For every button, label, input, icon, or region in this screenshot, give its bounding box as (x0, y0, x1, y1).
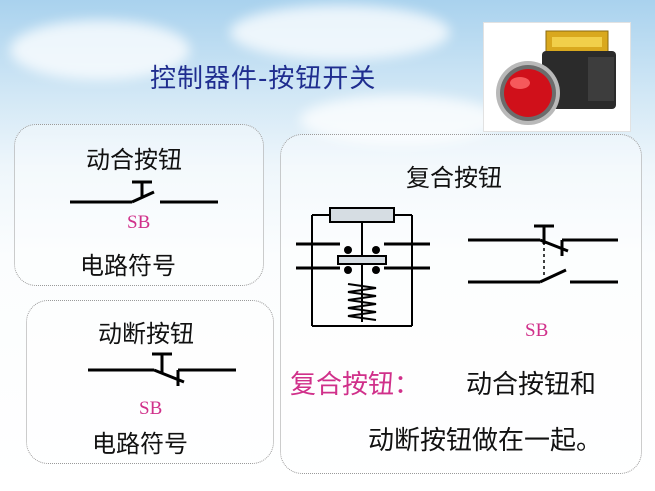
cloud (230, 5, 450, 60)
combo-button-title: 复合按钮 (406, 164, 502, 192)
panel-normally-open (14, 124, 264, 286)
combo-note-label: 复合按钮： (290, 370, 421, 400)
nc-button-title: 动断按钮 (98, 320, 194, 348)
panel-combination (280, 134, 642, 474)
no-button-tag: SB (127, 212, 151, 233)
combo-note-line2: 动断按钮做在一起。 (368, 426, 603, 456)
combo-contact-symbol (468, 224, 618, 284)
nc-contact-symbol (88, 352, 236, 386)
panel-normally-closed (26, 300, 274, 464)
nc-button-tag: SB (139, 398, 163, 419)
push-button-illustration (496, 30, 616, 125)
no-contact-symbol (70, 180, 218, 204)
cloud (10, 20, 190, 80)
combo-note-line1: 动合按钮和 (466, 370, 597, 400)
combo-structure-diagram (296, 207, 430, 327)
cloud (300, 95, 500, 145)
page-title: 控制器件-按钮开关 (150, 64, 377, 94)
no-button-title: 动合按钮 (86, 146, 182, 174)
nc-button-caption: 电路符号 (92, 430, 188, 458)
push-button-photo (483, 22, 631, 132)
no-button-caption: 电路符号 (80, 252, 176, 280)
combo-button-tag: SB (525, 320, 549, 341)
